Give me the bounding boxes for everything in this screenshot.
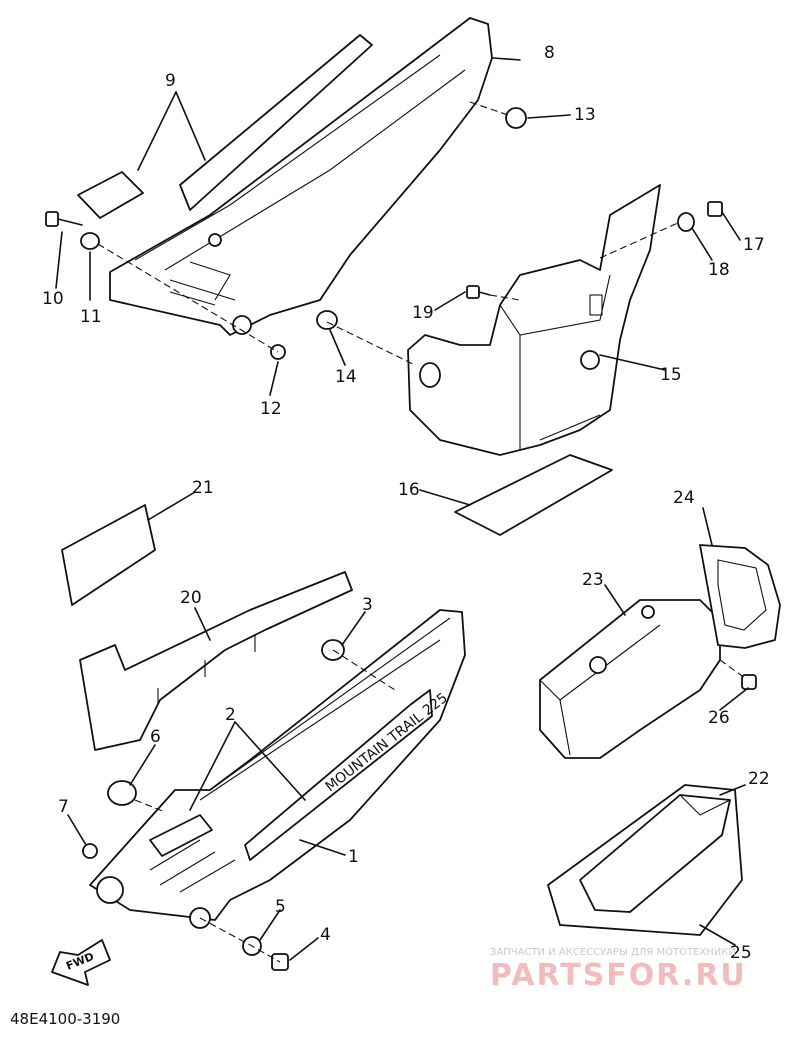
diagram-code: 48E4100-3190 — [10, 1010, 120, 1028]
callout-26: 26 — [708, 708, 730, 728]
callout-1: 1 — [348, 847, 359, 867]
callout-21: 21 — [192, 478, 214, 498]
watermark-logo: PARTSFOR.RU — [490, 958, 747, 993]
callout-11: 11 — [80, 307, 102, 327]
leader-lines — [55, 57, 749, 961]
forward-arrow-icon: FWD — [51, 939, 111, 986]
callout-6: 6 — [150, 727, 161, 747]
callout-18: 18 — [708, 260, 730, 280]
assembly-lines-upper — [97, 101, 681, 366]
callout-4: 4 — [320, 925, 331, 945]
toolbox — [539, 599, 721, 759]
callout-19: 19 — [412, 303, 434, 323]
callout-7: 7 — [58, 797, 69, 817]
callout-13: 13 — [574, 105, 596, 125]
callout-10: 10 — [42, 289, 64, 309]
assembly-lines-lower — [134, 649, 746, 963]
callout-numbers: 8 9 13 17 18 19 10 11 12 14 15 16 21 24 … — [42, 43, 770, 963]
left-pad — [61, 504, 156, 606]
callout-2: 2 — [225, 705, 236, 725]
callout-15: 15 — [660, 365, 682, 385]
toolbox-strap — [699, 544, 781, 649]
tool-bag — [547, 784, 743, 936]
callout-23: 23 — [582, 570, 604, 590]
callout-20: 20 — [180, 588, 202, 608]
watermark-tagline: ЗАПЧАСТИ И АКСЕССУАРЫ ДЛЯ МОТОТЕХНИКИ — [490, 947, 736, 958]
callout-16: 16 — [398, 480, 420, 500]
lower-side-cover: MOUNTAIN TRAIL 225 — [89, 609, 466, 929]
callout-3: 3 — [362, 595, 373, 615]
callout-24: 24 — [673, 488, 695, 508]
callout-22: 22 — [748, 769, 770, 789]
battery-box — [407, 184, 661, 456]
upper-side-cover — [109, 17, 493, 336]
callout-12: 12 — [260, 399, 282, 419]
callout-9: 9 — [165, 71, 176, 91]
callout-14: 14 — [335, 367, 357, 387]
callout-17: 17 — [743, 235, 765, 255]
lower-decal — [79, 571, 353, 751]
callout-5: 5 — [275, 897, 286, 917]
upper-decals — [77, 34, 373, 219]
callout-8: 8 — [544, 43, 555, 63]
callout-25: 25 — [730, 943, 752, 963]
watermark: ЗАПЧАСТИ И АКСЕССУАРЫ ДЛЯ МОТОТЕХНИКИ PA… — [490, 947, 747, 993]
battery-pad — [454, 454, 613, 536]
